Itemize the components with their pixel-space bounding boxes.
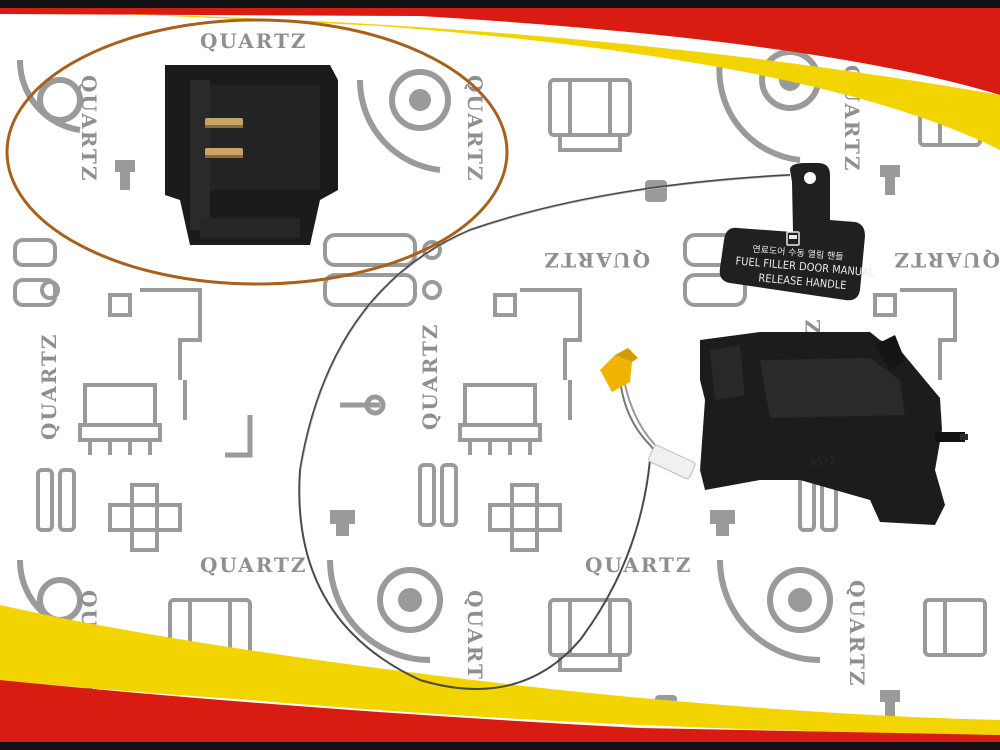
bottom-red-stripe	[0, 680, 1000, 742]
bottom-yellow-stripe	[0, 605, 1000, 735]
clutch-watermark-icon	[78, 383, 162, 455]
alternator-watermark-icon	[923, 598, 987, 657]
alternator-watermark-icon	[548, 78, 632, 152]
cylinder-watermark-icon	[13, 238, 60, 307]
actuator-stamp-cs: CS	[802, 389, 815, 400]
watermark-text: QUARTZ	[37, 332, 61, 440]
elbow-watermark-icon	[225, 394, 386, 458]
top-yellow-stripe	[120, 14, 1000, 150]
watermark-text: QUARTZ	[200, 29, 308, 53]
bottom-black-stripe	[0, 742, 1000, 750]
watermark-text: QUARTZ	[542, 248, 650, 272]
clutch-watermark-icon	[458, 383, 542, 455]
release-cable-inner	[300, 175, 791, 471]
release-handle-tag: 연료도어 수동 열림 핸들 FUEL FILLER DOOR MANUAL RE…	[719, 163, 875, 301]
disc-watermark-icon	[356, 69, 451, 173]
actuator-stamp-number: 9572	[810, 456, 836, 469]
top-black-stripe	[0, 0, 1000, 20]
watermark-text: QUARTZ	[845, 580, 869, 688]
inset-ring	[5, 18, 509, 286]
actuator-plunger	[935, 432, 965, 442]
connector-detail-inset	[5, 18, 509, 286]
watermark-text: QUARTZ	[463, 75, 487, 183]
disc-watermark-icon	[16, 59, 83, 133]
u-joint-watermark-icon	[488, 483, 562, 552]
watermark-text: QUARTZ	[77, 75, 101, 183]
watermark-text: QUARTZ	[418, 322, 442, 430]
wiring-harness	[600, 348, 696, 480]
u-joint-watermark-icon	[108, 483, 182, 552]
tie-rod-watermark-icon	[493, 288, 582, 420]
watermark-pattern	[13, 49, 987, 720]
fuel-pump-icon	[786, 231, 800, 246]
watermark-text: QUARTZ	[200, 553, 308, 577]
top-red-stripe	[0, 8, 1000, 95]
release-cable	[298, 174, 791, 690]
disc-watermark-icon	[717, 559, 833, 663]
shock-absorber-watermark-icon	[418, 463, 458, 527]
fuel-door-actuator: CS 9572	[700, 332, 968, 525]
watermark-text: QUARTZ	[585, 553, 693, 577]
tag-hole	[804, 172, 816, 184]
tie-rod-watermark-icon	[108, 288, 202, 420]
alternator-watermark-icon	[548, 598, 632, 672]
shock-absorber-watermark-icon	[36, 468, 76, 532]
disc-watermark-icon	[327, 559, 443, 663]
tie-rod-watermark-icon	[873, 288, 957, 380]
watermark-text: QUARTZ	[892, 248, 1000, 272]
yellow-connector	[600, 348, 638, 392]
